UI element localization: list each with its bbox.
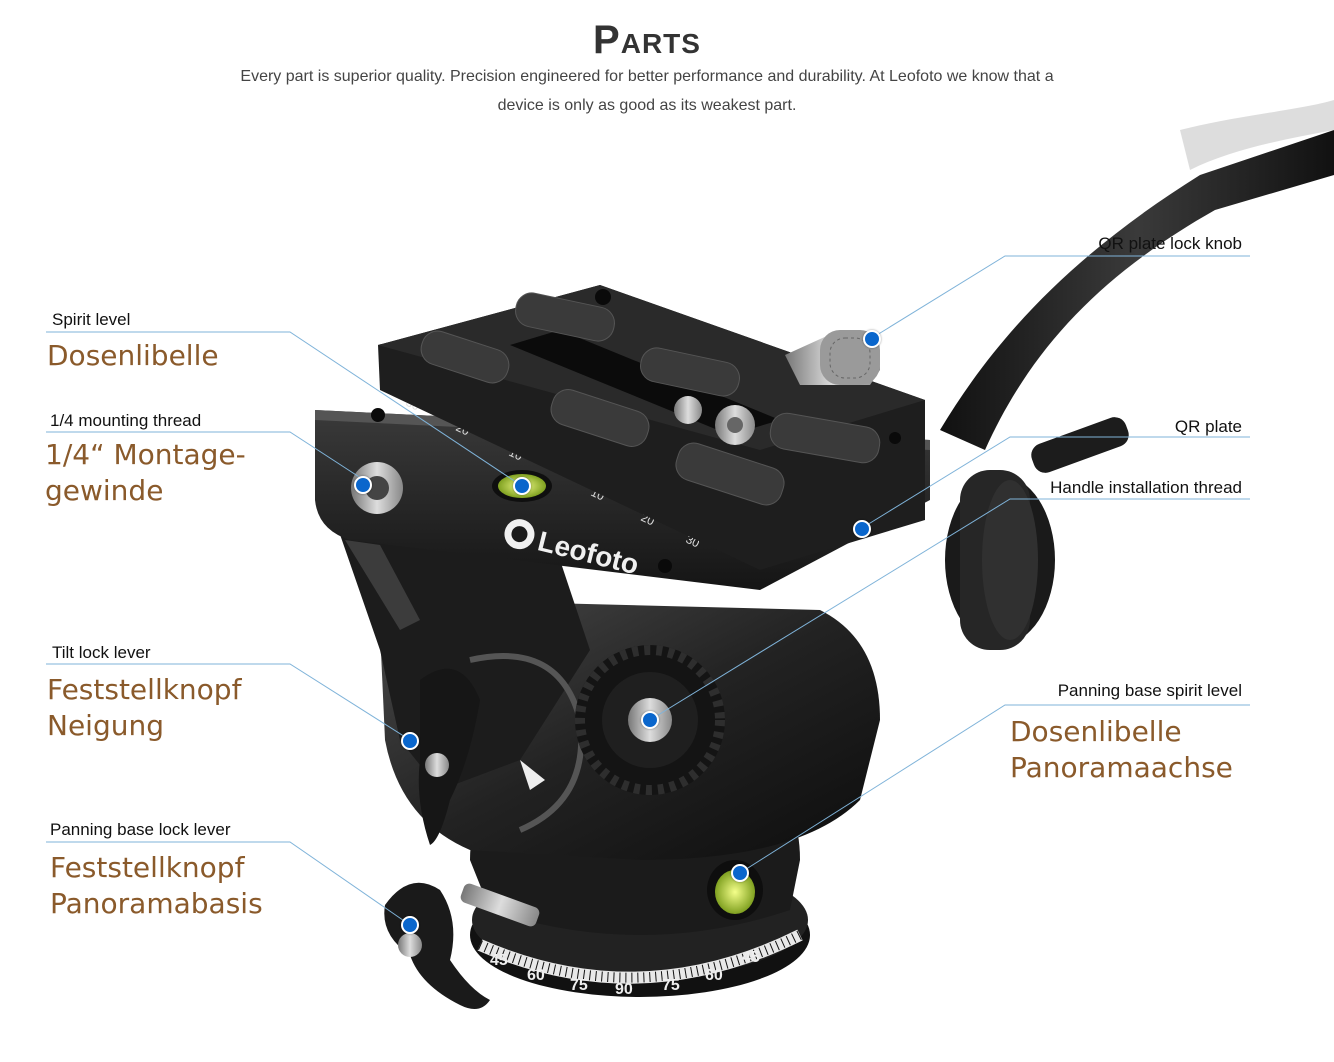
pan-spirit-label-de-2: Panoramaachse — [1010, 751, 1233, 784]
pan-handle — [940, 130, 1334, 450]
pan-spirit-label-de-1: Dosenlibelle — [1010, 715, 1182, 748]
mounting-thread-label-en: 1/4 mounting thread — [50, 411, 202, 430]
base-scale-60-right: 60 — [705, 967, 723, 984]
qr-knob-marker[interactable] — [863, 330, 881, 348]
handle-thread-marker[interactable] — [641, 711, 659, 729]
base-scale-60-left: 60 — [527, 967, 545, 984]
tilt-lock-label-de-2: Neigung — [47, 709, 164, 742]
tilt-lock-label-en: Tilt lock lever — [52, 643, 151, 662]
pan-spirit-marker[interactable] — [731, 864, 749, 882]
pan-spirit-label-en: Panning base spirit level — [1057, 681, 1242, 700]
base-scale-90: 90 — [615, 981, 633, 998]
spirit-level-label-de: Dosenlibelle — [47, 339, 219, 372]
handle-thread-label-en: Handle installation thread — [1050, 478, 1242, 497]
qr-plate-label-en: QR plate — [1174, 417, 1242, 436]
tilt-lock-marker[interactable] — [401, 732, 419, 750]
mounting-thread-marker[interactable] — [354, 476, 372, 494]
pan-base-lock-marker[interactable] — [401, 916, 419, 934]
page-title: Parts — [593, 18, 701, 62]
base-scale-75-right: 75 — [662, 977, 680, 994]
qr-plate-marker[interactable] — [853, 520, 871, 538]
base-scale-75-left: 75 — [570, 977, 588, 994]
spirit-level-marker[interactable] — [513, 477, 531, 495]
page-subtitle: Every part is superior quality. Precisio… — [240, 68, 1054, 114]
pan-base-lock-label-en: Panning base lock lever — [50, 820, 231, 839]
mounting-thread-label-de-2: gewinde — [45, 474, 164, 507]
spirit-level-label-en: Spirit level — [52, 310, 131, 329]
base-scale-45-right: 45 — [742, 949, 760, 966]
pan-base-lock-label-de-2: Panoramabasis — [50, 887, 263, 920]
base-scale-45-left: 45 — [490, 952, 508, 969]
pan-base-lock-label-de-1: Feststellknopf — [50, 851, 245, 884]
tilt-lock-label-de-1: Feststellknopf — [47, 673, 242, 706]
qr-knob-label-en: QR plate lock knob — [1098, 234, 1242, 253]
mounting-thread-label-de-1: 1/4“ Montage- — [45, 438, 246, 471]
